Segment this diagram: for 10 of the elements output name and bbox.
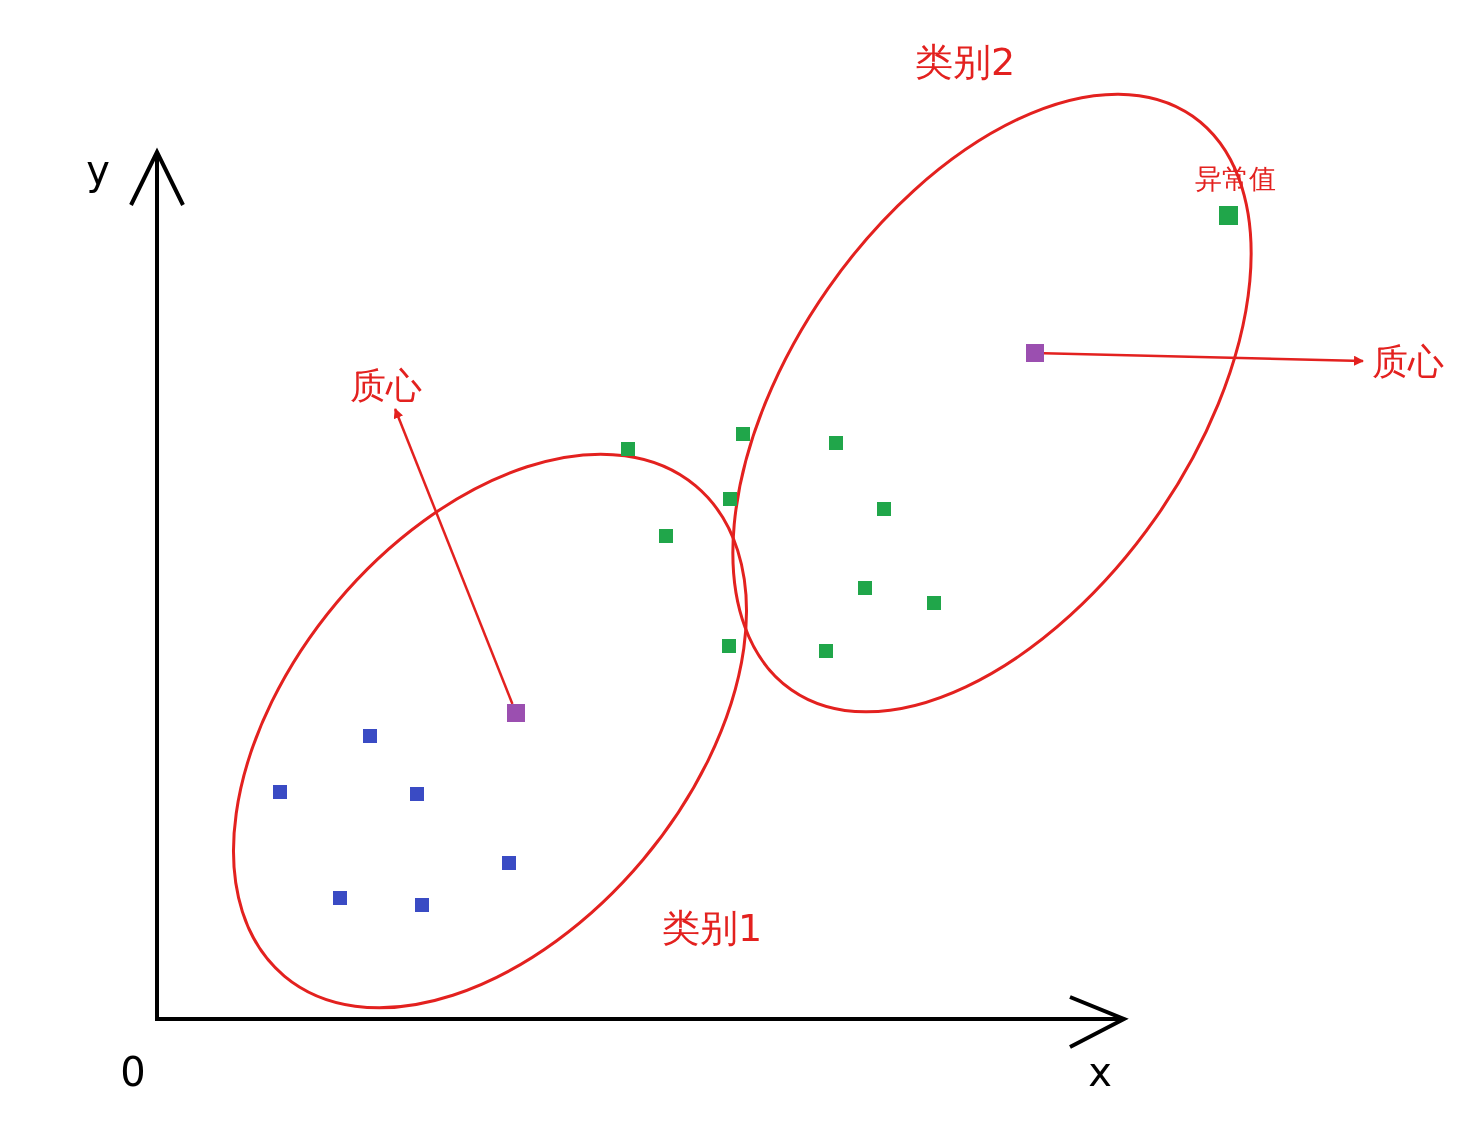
text-label: 类别1 [661,909,763,947]
text-label: 0 [120,1052,146,1092]
centroid-point [1026,344,1044,362]
centroid-point [507,704,525,722]
text-label: 类别2 [914,43,1016,81]
centroid-label: 质心 [1363,339,1453,385]
centroid-label: 质心 [341,363,431,409]
text-label: x [1088,1052,1112,1092]
arrow [393,408,514,705]
arrow [1043,351,1364,366]
